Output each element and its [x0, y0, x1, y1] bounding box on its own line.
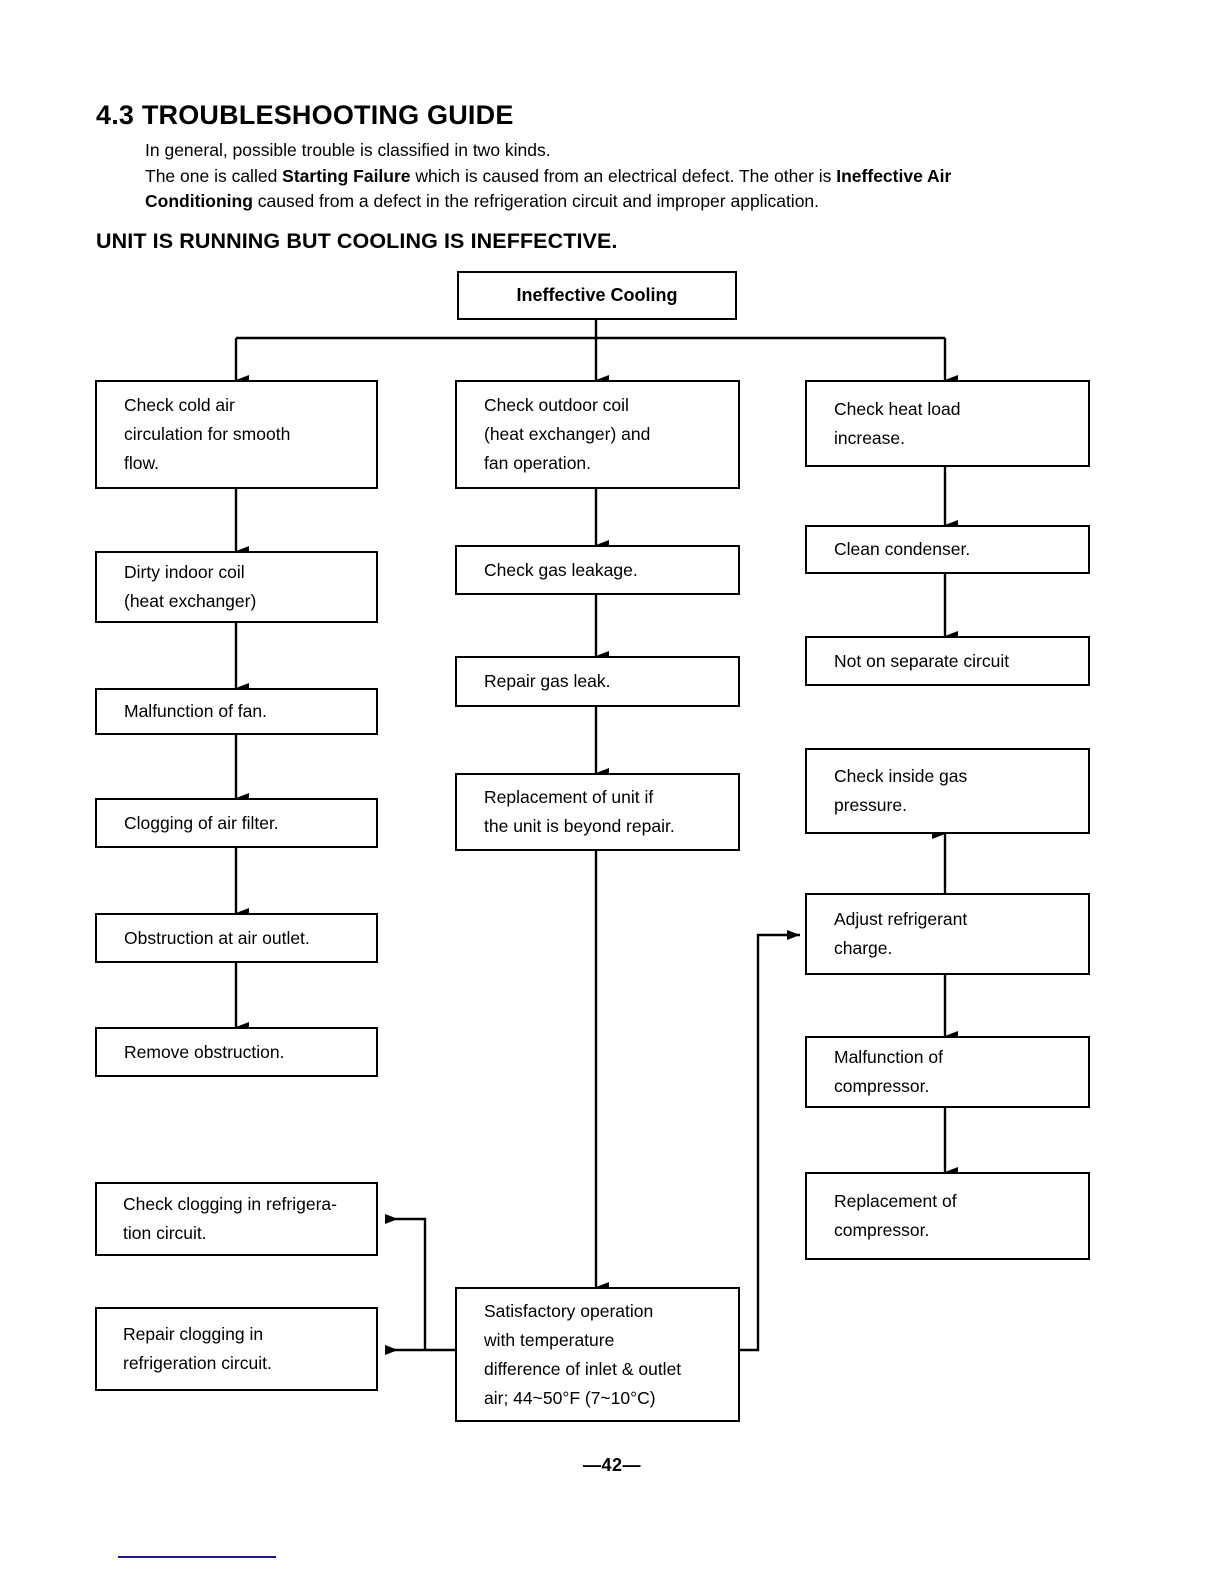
- intro-line-3-text-b: caused from a defect in the refrigeratio…: [252, 191, 820, 211]
- node-obstruction-at-air-outlet[interactable]: Obstruction at air outlet.: [95, 913, 378, 963]
- page-number: —42—: [582, 1455, 642, 1475]
- node-line: Check gas leakage.: [484, 559, 638, 580]
- node-clogging-of-air-filter[interactable]: Clogging of air filter.: [95, 798, 378, 848]
- node-line: Repair clogging in: [123, 1324, 264, 1344]
- intro-line-3: Conditioning caused from a defect in the…: [145, 189, 1080, 215]
- node-dirty-indoor-coil[interactable]: Dirty indoor coil (heat exchanger): [95, 551, 378, 623]
- node-line: compressor.: [834, 1076, 930, 1096]
- node-line: charge.: [834, 938, 893, 958]
- node-line: Check outdoor coil: [484, 395, 629, 415]
- page-heading: 4.3 TROUBLESHOOTING GUIDE: [96, 100, 514, 130]
- node-label: Ineffective Cooling: [516, 285, 678, 305]
- node-line: Check cold air: [124, 395, 235, 415]
- node-line: circulation for smooth: [124, 424, 291, 444]
- node-line: the unit is beyond repair.: [484, 816, 675, 836]
- node-malfunction-of-fan[interactable]: Malfunction of fan.: [95, 688, 378, 735]
- node-line: Clogging of air filter.: [124, 812, 279, 833]
- intro-line-2: The one is called Starting Failure which…: [145, 164, 1080, 190]
- intro-paragraph: In general, possible trouble is classifi…: [145, 138, 1080, 215]
- node-line: Check inside gas: [834, 766, 968, 786]
- node-line: with temperature: [484, 1329, 615, 1350]
- node-check-inside-gas-pressure[interactable]: Check inside gas pressure.: [805, 748, 1090, 834]
- node-line: (heat exchanger): [124, 591, 257, 611]
- node-line: (heat exchanger) and: [484, 424, 651, 444]
- wire-outcome-to-adjust: [735, 930, 800, 1352]
- term-starting-failure: Starting Failure: [282, 165, 411, 186]
- node-line: air; 44~50°F (7~10°C): [484, 1387, 656, 1408]
- intro-line-2-text-a: The one is called: [145, 165, 283, 186]
- node-satisfactory-operation[interactable]: Satisfactory operation with temperature …: [455, 1287, 740, 1422]
- scan-artifact-rule: [118, 1556, 276, 1558]
- node-remove-obstruction[interactable]: Remove obstruction.: [95, 1027, 378, 1077]
- node-line: Not on separate circuit: [834, 650, 1010, 671]
- node-check-clogging-refrigeration-circuit[interactable]: Check clogging in refrigera- tion circui…: [95, 1182, 378, 1256]
- node-line: fan operation.: [484, 453, 592, 473]
- node-line: Adjust refrigerant: [834, 909, 968, 929]
- node-line: pressure.: [834, 795, 907, 815]
- node-line: Obstruction at air outlet.: [124, 927, 310, 948]
- node-line: Remove obstruction.: [124, 1041, 285, 1062]
- node-clean-condenser[interactable]: Clean condenser.: [805, 525, 1090, 574]
- node-line: increase.: [834, 427, 906, 448]
- node-adjust-refrigerant-charge[interactable]: Adjust refrigerant charge.: [805, 893, 1090, 975]
- intro-line-1: In general, possible trouble is classifi…: [145, 140, 551, 160]
- node-line: tion circuit.: [123, 1223, 207, 1243]
- intro-line-2-text-c: which is caused from an electrical defec…: [410, 165, 837, 186]
- node-repair-clogging-refrigeration-circuit[interactable]: Repair clogging in refrigeration circuit…: [95, 1307, 378, 1391]
- node-check-gas-leakage[interactable]: Check gas leakage.: [455, 545, 740, 595]
- node-line: Replacement of unit if: [484, 787, 654, 807]
- node-check-cold-air-circulation[interactable]: Check cold air circulation for smooth fl…: [95, 380, 378, 489]
- node-replacement-of-unit[interactable]: Replacement of unit if the unit is beyon…: [455, 773, 740, 851]
- node-line: Replacement of: [834, 1191, 957, 1211]
- node-line: Check clogging in refrigera-: [123, 1194, 337, 1214]
- node-line: Satisfactory operation: [484, 1300, 654, 1321]
- node-repair-gas-leak[interactable]: Repair gas leak.: [455, 656, 740, 707]
- wire-outcome-to-check-clogging: [385, 1214, 427, 1350]
- node-line: Check heat load: [834, 398, 961, 419]
- node-ineffective-cooling[interactable]: Ineffective Cooling: [457, 271, 737, 320]
- node-line: difference of inlet & outlet: [484, 1358, 682, 1379]
- term-conditioning: Conditioning: [145, 191, 253, 211]
- term-ineffective-air: Ineffective Air: [836, 165, 952, 186]
- node-not-on-separate-circuit[interactable]: Not on separate circuit: [805, 636, 1090, 686]
- node-line: flow.: [124, 453, 160, 473]
- node-line: Malfunction of: [834, 1047, 943, 1067]
- node-line: Dirty indoor coil: [124, 562, 245, 582]
- node-line: Clean condenser.: [834, 539, 971, 559]
- node-line: compressor.: [834, 1220, 930, 1240]
- node-replacement-of-compressor[interactable]: Replacement of compressor.: [805, 1172, 1090, 1260]
- node-check-heat-load-increase[interactable]: Check heat load increase.: [805, 380, 1090, 467]
- node-line: refrigeration circuit.: [123, 1353, 272, 1373]
- section-title: UNIT IS RUNNING BUT COOLING IS INEFFECTI…: [96, 229, 618, 253]
- node-line: Malfunction of fan.: [124, 701, 267, 721]
- node-line: Repair gas leak.: [484, 671, 611, 691]
- node-check-outdoor-coil[interactable]: Check outdoor coil (heat exchanger) and …: [455, 380, 740, 489]
- node-malfunction-of-compressor[interactable]: Malfunction of compressor.: [805, 1036, 1090, 1108]
